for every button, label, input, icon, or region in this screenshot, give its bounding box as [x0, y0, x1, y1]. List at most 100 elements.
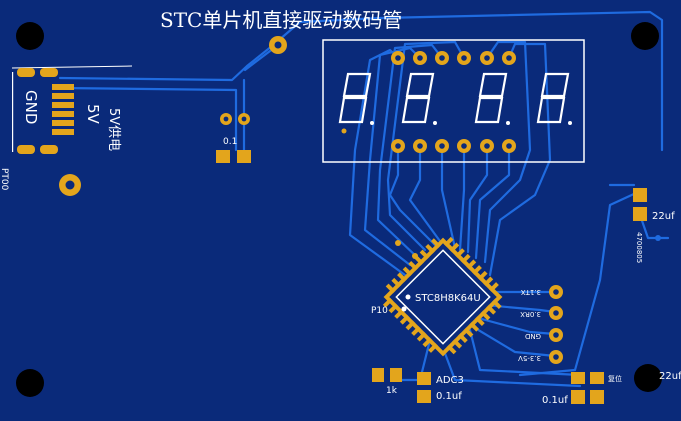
digit-4 — [536, 72, 572, 125]
trace — [58, 86, 238, 152]
connector-pin-pad — [52, 84, 74, 90]
pin-hole — [553, 354, 559, 360]
seven-segment-display — [322, 39, 585, 163]
display-pins-bottom — [391, 139, 516, 153]
digit-2 — [401, 72, 437, 125]
mounting-hole-bottom-right — [634, 364, 662, 392]
display-pins-top — [391, 51, 516, 65]
connector-outline — [11, 65, 133, 69]
pin-hole — [484, 143, 490, 149]
mcu-pin1-dot — [405, 294, 411, 300]
mounting-hole-bottom-left — [16, 369, 44, 397]
pin-hole — [395, 143, 401, 149]
p10-marker — [401, 306, 407, 312]
pad-hole — [223, 116, 229, 122]
trace — [363, 46, 422, 267]
header-txd-label: 3.1TX — [521, 288, 541, 296]
trace — [483, 40, 532, 264]
pin-hole — [506, 55, 512, 61]
package-size-label: 4700805 — [635, 232, 643, 263]
via-hole — [274, 41, 282, 49]
digit-segments — [338, 72, 372, 124]
capacitor-01-bottom: ADC3 0.1uf — [417, 372, 464, 403]
pin-hole — [439, 143, 445, 149]
mounting-holes — [16, 22, 662, 397]
capacitor-22uf-right: 22uf 4700805 — [633, 188, 675, 263]
pin-hole — [395, 55, 401, 61]
smd-pad — [590, 390, 604, 404]
connector-shell-pad — [40, 68, 58, 77]
pin-hole — [461, 143, 467, 149]
capacitor-01-top: 0.1 — [216, 113, 251, 163]
reset-label: 复位 — [608, 374, 622, 383]
capacitor-01-bottom-right: 0.1uf 复位 22uf — [542, 371, 681, 406]
pin-hole — [553, 310, 559, 316]
pin-hole — [553, 289, 559, 295]
trace — [458, 143, 466, 252]
smd-pad — [590, 372, 604, 384]
cap-value-label: 22uf — [652, 211, 675, 222]
decimal-point — [433, 121, 437, 125]
header-rxd-label: 3.0RX — [520, 310, 541, 318]
smd-pad — [390, 368, 402, 382]
resistor-value-label: 1k — [386, 386, 398, 396]
via — [395, 240, 401, 246]
resistor-1k: 1k — [372, 368, 402, 396]
digit-segments — [401, 72, 435, 124]
trace — [466, 143, 489, 254]
smd-pad — [633, 188, 647, 202]
connector-pin-pad — [52, 111, 74, 117]
smd-pad — [237, 150, 251, 163]
mcu-chip: STC8H8K64U P10 — [371, 236, 503, 357]
trace — [476, 316, 557, 336]
gnd-label: GND — [22, 90, 40, 124]
connector-pin-pad — [52, 102, 74, 108]
p10-label: P10 — [371, 306, 388, 316]
pin-hole — [506, 143, 512, 149]
header-gnd-label: GND — [525, 332, 541, 340]
connector-shell-pad — [40, 145, 58, 154]
decimal-point — [568, 121, 572, 125]
connector-pin-pad — [52, 93, 74, 99]
pin1-marker — [341, 128, 347, 134]
connector-shell-pad — [17, 145, 35, 154]
smd-pad — [571, 390, 585, 404]
cap-value-label: 0.1uf — [436, 391, 462, 402]
program-header: 3.1TX 3.0RX GND 3.3-5V — [518, 285, 563, 364]
adc3-label: ADC3 — [436, 375, 464, 386]
connector-pin-pad — [52, 129, 74, 135]
power-via-hole — [65, 180, 75, 190]
pin-hole — [439, 55, 445, 61]
smd-pad — [372, 368, 384, 382]
mcu-pins — [382, 236, 502, 355]
power-connector: GND 5V 5V供电 PT00 — [0, 65, 133, 191]
mcu-label: STC8H8K64U — [415, 293, 481, 304]
pin-hole — [417, 143, 423, 149]
trace — [440, 143, 457, 250]
mounting-hole-top-left — [16, 22, 44, 50]
cap-22uf-label: 22uf — [659, 371, 681, 382]
pin-hole — [417, 55, 423, 61]
digit-segments — [536, 72, 570, 124]
board-title: STC单片机直接驱动数码管 — [160, 8, 402, 32]
pin-hole — [553, 332, 559, 338]
via — [655, 235, 661, 241]
trace — [468, 328, 582, 377]
pt00-label: PT00 — [0, 168, 9, 191]
digit-3 — [474, 72, 510, 125]
trace — [518, 191, 638, 377]
trace — [388, 138, 442, 252]
header-v-label: 3.3-5V — [518, 354, 541, 362]
smd-pad — [417, 372, 431, 385]
trace — [474, 143, 511, 260]
cap-value-label: 0.1uf — [542, 395, 568, 406]
trace — [638, 213, 670, 240]
power-label: 5V供电 — [106, 108, 121, 151]
digit-segments — [474, 72, 508, 124]
trace — [58, 10, 664, 152]
mcu-silk-outline — [395, 249, 491, 345]
trace — [468, 323, 557, 358]
connector-shell-pad — [17, 68, 35, 77]
